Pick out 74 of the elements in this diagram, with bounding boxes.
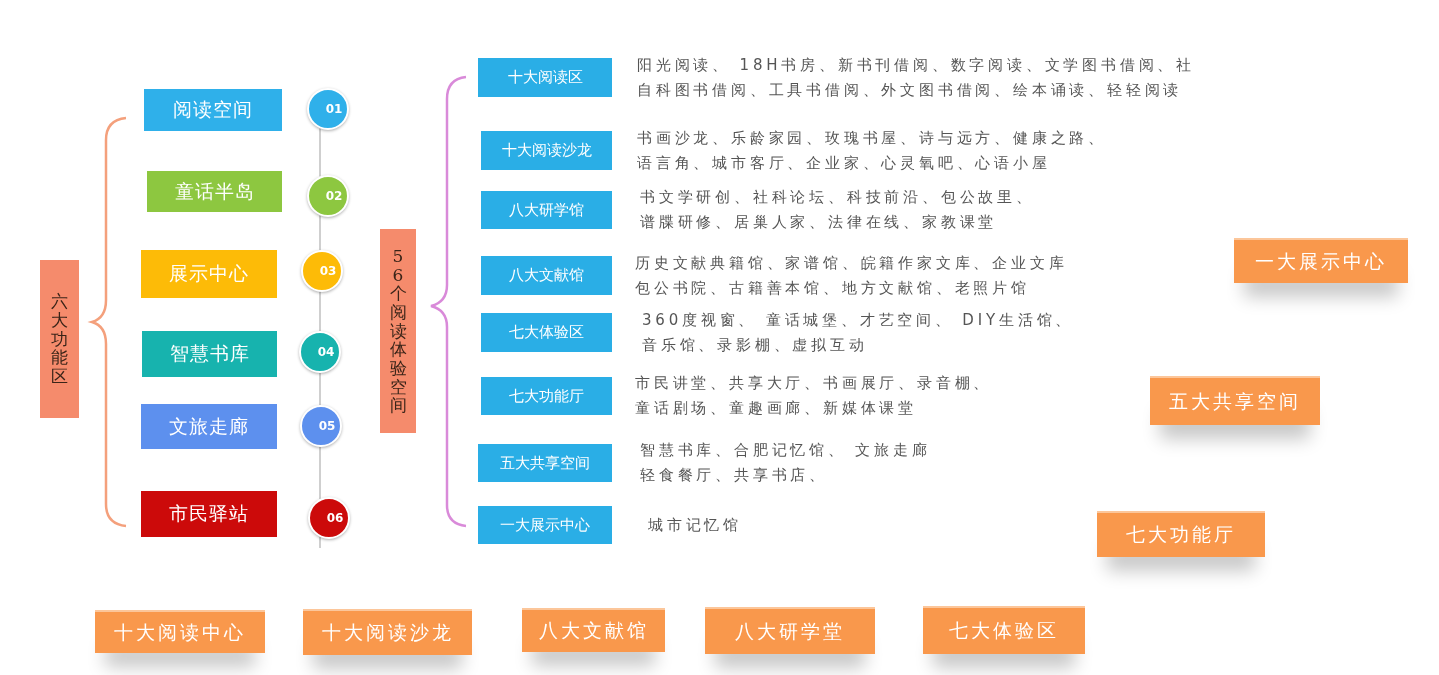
number-circle [307, 88, 349, 130]
space-list-text: 智慧书库、合肥记忆馆、 文旅走廊轻食餐厅、共享书店、 [640, 440, 932, 486]
space-list-text: 书文学研创、社科论坛、科技前沿、包公故里、谱牒研修、居巢人家、法律在线、家教课堂 [640, 187, 1036, 233]
tag-box [95, 610, 265, 653]
tag-label: 七大功能厅 [1126, 522, 1236, 547]
space-label: 五大共享空间 [500, 453, 590, 473]
title-text: 六大功能区 [51, 292, 68, 386]
tag-label: 十大阅读中心 [114, 619, 246, 645]
tag-box [1150, 376, 1320, 425]
space-list-text: 书画沙龙、乐龄家园、玫瑰书屋、诗与远方、健康之路、语言角、城市客厅、企业家、心灵氧吧、心语小屋 [637, 127, 1108, 174]
tag-label: 八大文献馆 [538, 618, 649, 643]
zone-box [147, 171, 282, 212]
space-label: 十大阅读沙龙 [501, 141, 592, 160]
number-label: 03 [319, 264, 337, 278]
space-box [478, 58, 612, 97]
space-label: 七大体验区 [509, 323, 584, 342]
space-label: 一大展示中心 [500, 515, 590, 535]
tag-label: 七大体验区 [949, 618, 1059, 643]
tag-box [923, 606, 1085, 654]
space-box [481, 256, 612, 295]
space-label: 七大功能厅 [509, 386, 584, 406]
title-text: 56个阅读体验空间 [389, 246, 407, 416]
timeline-line [319, 290, 321, 332]
zone-box [141, 491, 277, 537]
zone-label: 阅读空间 [173, 97, 253, 122]
space-box [478, 506, 612, 544]
number-label: 02 [325, 189, 343, 203]
number-label: 04 [317, 345, 335, 359]
space-list-text: 360度视窗、 童话城堡、才艺空间、 DIY生活馆、音乐馆、录影棚、虚拟互动 [642, 309, 1076, 356]
space-label: 八大文献馆 [509, 266, 584, 285]
space-label: 十大阅读区 [507, 68, 583, 87]
zone-box [141, 250, 277, 298]
space-list-text: 阳光阅读、 18H书房、新书刊借阅、数字阅读、文学图书借阅、社自科图书借阅、工具书借阅、外文图书借阅、绘本诵读、轻轻阅读 [637, 54, 1196, 101]
space-box [481, 191, 612, 229]
space-list-text: 历史文献典籍馆、家谱馆、皖籍作家文库、企业文库包公书院、古籍善本馆、地方文献馆、老照片馆 [635, 252, 1069, 299]
number-circle [308, 497, 350, 539]
timeline-line [319, 446, 321, 501]
number-circle [301, 250, 343, 292]
timeline-line [319, 372, 321, 406]
zone-box [141, 404, 277, 449]
space-box [481, 313, 612, 352]
tag-box [1097, 511, 1265, 557]
space-list-text: 城市记忆馆 [648, 514, 743, 536]
tag-box [522, 608, 665, 652]
zone-label: 智慧书库 [169, 341, 250, 366]
tag-label: 一大展示中心 [1255, 248, 1387, 274]
timeline-line [319, 535, 321, 549]
tag-label: 八大研学堂 [735, 618, 845, 644]
tag-box [1234, 238, 1408, 283]
zone-box [144, 89, 282, 131]
number-label: 06 [326, 511, 344, 525]
space-box [481, 377, 612, 415]
space-box [481, 131, 612, 170]
zone-box [142, 331, 277, 377]
timeline-line [319, 127, 321, 178]
space-box [478, 444, 612, 482]
tag-label: 十大阅读沙龙 [321, 620, 454, 645]
number-circle [307, 175, 349, 217]
tag-label: 五大共享空间 [1169, 388, 1301, 414]
number-label: 05 [318, 419, 336, 433]
tag-box [303, 609, 472, 655]
title-box [380, 229, 416, 433]
zone-label: 童话半岛 [174, 178, 255, 204]
zone-label: 展示中心 [169, 261, 249, 286]
number-circle [299, 331, 341, 373]
zone-label: 市民驿站 [169, 501, 249, 526]
space-label: 八大研学馆 [509, 200, 584, 220]
space-list-text: 市民讲堂、共享大厅、书画展厅、录音棚、童话剧场、童趣画廊、新媒体课堂 [635, 373, 994, 419]
title-box [40, 260, 79, 418]
timeline-line [319, 214, 321, 252]
number-label: 01 [325, 102, 343, 116]
number-circle [300, 405, 342, 447]
tag-box [705, 607, 875, 654]
zone-label: 文旅走廊 [169, 413, 249, 439]
